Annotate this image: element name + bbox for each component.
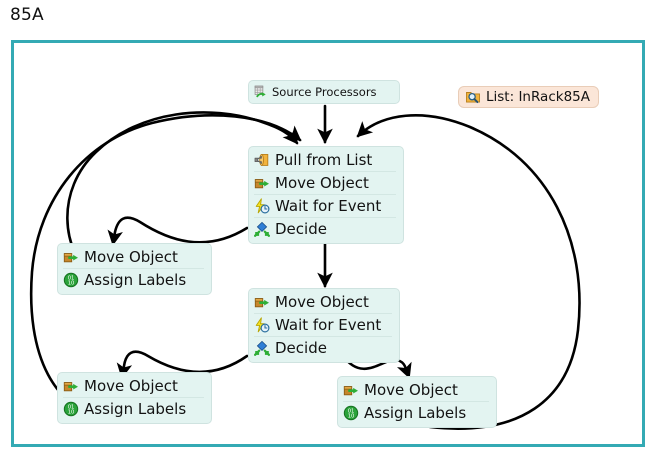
move-object-icon — [63, 249, 79, 265]
node-source-processors[interactable]: Source Processors — [248, 80, 400, 104]
svg-text:01: 01 — [68, 404, 75, 410]
node-row-assign-labels[interactable]: 01 10 Assign Labels — [343, 401, 489, 424]
node-assign-block-lower-right[interactable]: Move Object 01 10 Assign Labels — [337, 376, 497, 428]
svg-text:10: 10 — [68, 410, 75, 416]
page-title: 85A — [10, 5, 44, 25]
assign-labels-icon: 01 10 — [343, 405, 359, 421]
node-row-label: Move Object — [275, 174, 369, 192]
node-row-label: Wait for Event — [275, 197, 382, 215]
node-row-label: Decide — [275, 220, 327, 238]
table-export-icon — [254, 85, 267, 98]
node-row-label: Decide — [275, 339, 327, 357]
pull-from-list-icon — [254, 152, 270, 168]
move-object-icon — [254, 294, 270, 310]
node-assign-block-lower-left[interactable]: Move Object 01 10 Assign Labels — [57, 372, 212, 424]
node-row-move-object[interactable]: Move Object — [254, 291, 392, 313]
node-row-move-object[interactable]: Move Object — [254, 171, 396, 194]
node-row-wait-for-event[interactable]: Wait for Event — [254, 194, 396, 217]
node-row-assign-labels[interactable]: 01 10 Assign Labels — [63, 268, 204, 291]
list-badge[interactable]: List: InRack85A — [458, 86, 599, 108]
node-row-pull-from-list[interactable]: Pull from List — [254, 149, 396, 171]
decide-icon — [254, 221, 270, 237]
node-row-label: Move Object — [364, 381, 458, 399]
svg-text:01: 01 — [348, 408, 355, 414]
move-object-icon — [63, 378, 79, 394]
node-row: Source Processors — [254, 83, 392, 100]
node-row-label: Move Object — [84, 377, 178, 395]
move-object-icon — [343, 382, 359, 398]
node-row-label: Assign Labels — [84, 271, 187, 289]
svg-text:10: 10 — [68, 281, 75, 287]
list-badge-label: List: InRack85A — [486, 89, 590, 105]
node-row-decide[interactable]: Decide — [254, 336, 392, 359]
svg-text:01: 01 — [68, 275, 75, 281]
decide-icon — [254, 340, 270, 356]
assign-labels-icon: 01 10 — [63, 401, 79, 417]
node-pull-from-list-block[interactable]: Pull from List Move Object — [248, 146, 404, 244]
node-row-label: Wait for Event — [275, 316, 382, 334]
node-row-decide[interactable]: Decide — [254, 217, 396, 240]
node-row-label: Pull from List — [275, 151, 373, 169]
wait-for-event-icon — [254, 317, 270, 333]
node-row-assign-labels[interactable]: 01 10 Assign Labels — [63, 397, 204, 420]
node-assign-block-upper-left[interactable]: Move Object 01 10 Assign Labels — [57, 243, 212, 295]
node-row-label: Assign Labels — [364, 404, 467, 422]
node-row-move-object[interactable]: Move Object — [63, 246, 204, 268]
node-row-label: Move Object — [275, 293, 369, 311]
node-row-move-object[interactable]: Move Object — [63, 375, 204, 397]
node-move-wait-decide-block[interactable]: Move Object Wait for Event — [248, 288, 400, 363]
node-row-move-object[interactable]: Move Object — [343, 379, 489, 401]
node-row-label: Assign Labels — [84, 400, 187, 418]
wait-for-event-icon — [254, 198, 270, 214]
assign-labels-icon: 01 10 — [63, 272, 79, 288]
search-folder-icon — [465, 89, 481, 105]
move-object-icon — [254, 175, 270, 191]
svg-text:10: 10 — [348, 414, 355, 420]
node-row-label: Source Processors — [272, 84, 377, 99]
node-row-wait-for-event[interactable]: Wait for Event — [254, 313, 392, 336]
node-row-label: Move Object — [84, 248, 178, 266]
